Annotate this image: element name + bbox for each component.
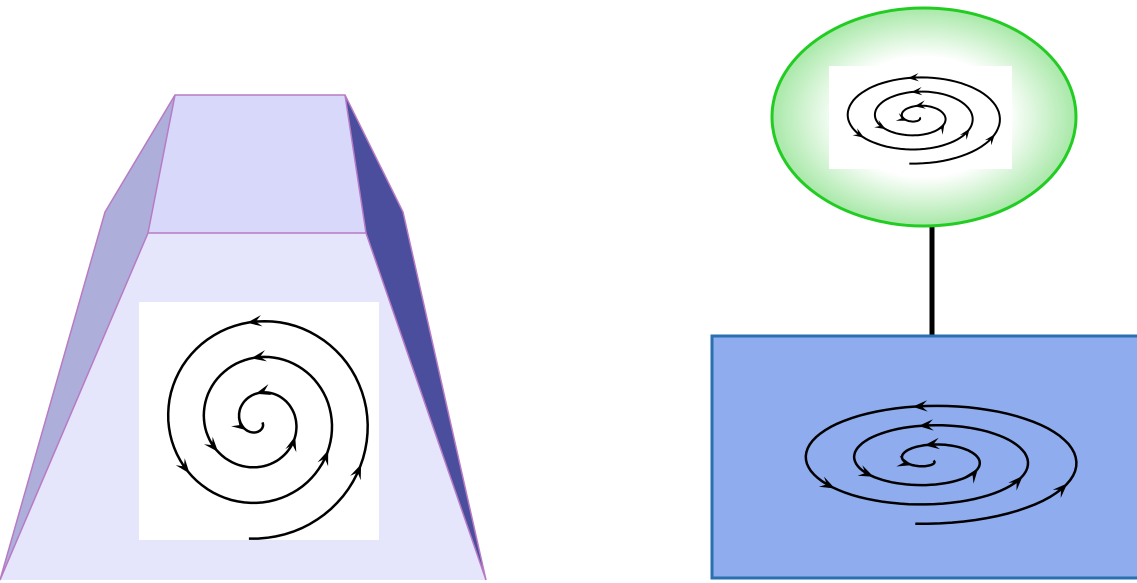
frustum-spiral-panel bbox=[139, 302, 379, 540]
plane-rect bbox=[712, 336, 1137, 578]
ellipse-node bbox=[772, 8, 1076, 226]
frustum-object bbox=[0, 95, 486, 580]
blue-plane bbox=[712, 336, 1137, 578]
frustum-top-face bbox=[148, 95, 366, 233]
